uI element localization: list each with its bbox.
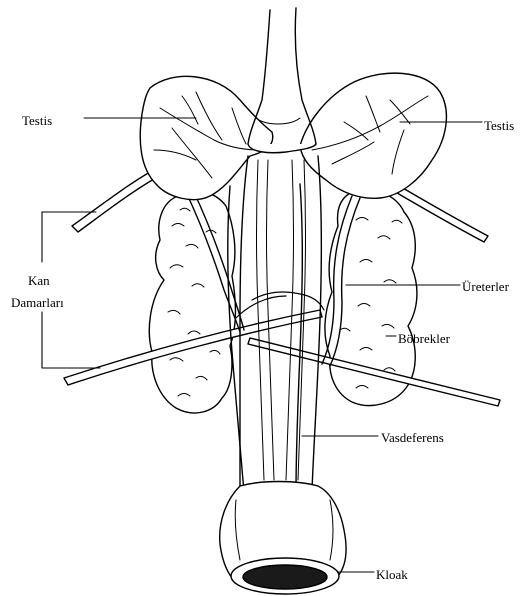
- label-vasdeferens: Vasdeferens: [381, 430, 444, 445]
- cloaca-opening: [243, 565, 327, 589]
- label-kloak: Kloak: [376, 567, 408, 582]
- label-kan: Kan: [28, 273, 50, 288]
- cloaca: [220, 482, 346, 595]
- label-ureterler: Üreterler: [462, 279, 509, 294]
- leader-kan-lower: [42, 312, 100, 368]
- kidney-left: [149, 191, 235, 413]
- label-testis-right: Testis: [484, 118, 514, 133]
- blood-vessels: [64, 172, 500, 406]
- label-damarlari: Damarları: [11, 295, 64, 310]
- testis-left: [140, 76, 273, 199]
- cloacal-tube: [236, 8, 324, 490]
- label-testis-left: Testis: [22, 113, 52, 128]
- testis-right: [300, 73, 446, 198]
- label-bobrekler: Böbrekler: [398, 331, 450, 346]
